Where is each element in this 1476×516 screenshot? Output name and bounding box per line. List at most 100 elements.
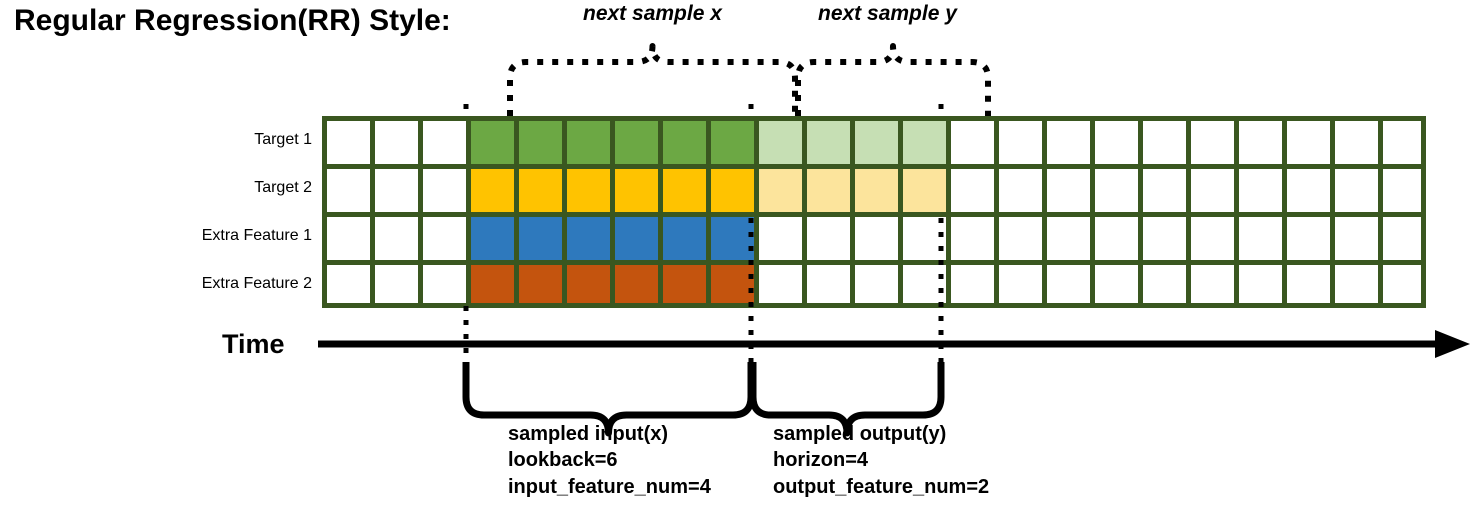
grid-cell[interactable] bbox=[1239, 169, 1282, 212]
time-axis bbox=[318, 330, 1470, 358]
grid-cell[interactable] bbox=[903, 217, 946, 260]
grid-cell[interactable] bbox=[711, 265, 754, 308]
grid-cell[interactable] bbox=[567, 217, 610, 260]
grid-cell[interactable] bbox=[375, 121, 418, 164]
grid-cell[interactable] bbox=[1239, 217, 1282, 260]
grid-cell[interactable] bbox=[1095, 217, 1138, 260]
grid-cell[interactable] bbox=[1239, 265, 1282, 308]
grid-cell[interactable] bbox=[1287, 121, 1330, 164]
grid-cell[interactable] bbox=[807, 265, 850, 308]
grid-cell[interactable] bbox=[1335, 217, 1378, 260]
grid-cell[interactable] bbox=[1047, 265, 1090, 308]
grid-cell[interactable] bbox=[471, 217, 514, 260]
grid-cell[interactable] bbox=[471, 169, 514, 212]
grid-cell[interactable] bbox=[375, 217, 418, 260]
grid-cell[interactable] bbox=[519, 121, 562, 164]
grid-cell[interactable] bbox=[423, 169, 466, 212]
grid-cell[interactable] bbox=[1335, 265, 1378, 308]
grid-cell[interactable] bbox=[327, 217, 370, 260]
grid-cell[interactable] bbox=[1143, 217, 1186, 260]
grid-cell[interactable] bbox=[951, 169, 994, 212]
grid-cell[interactable] bbox=[567, 169, 610, 212]
grid-cell[interactable] bbox=[1047, 121, 1090, 164]
grid-cell[interactable] bbox=[615, 121, 658, 164]
grid-cell[interactable] bbox=[615, 265, 658, 308]
feature-grid bbox=[322, 116, 1426, 308]
grid-cell[interactable] bbox=[1239, 121, 1282, 164]
grid-cell[interactable] bbox=[375, 265, 418, 308]
grid-cell[interactable] bbox=[1095, 121, 1138, 164]
grid-cell[interactable] bbox=[1191, 169, 1234, 212]
brace-sampled-output bbox=[749, 362, 945, 437]
grid-cell[interactable] bbox=[1335, 169, 1378, 212]
grid-cell[interactable] bbox=[1287, 169, 1330, 212]
grid-cell[interactable] bbox=[327, 265, 370, 308]
grid-cell[interactable] bbox=[1383, 121, 1426, 164]
grid-cell[interactable] bbox=[807, 169, 850, 212]
grid-cell[interactable] bbox=[327, 169, 370, 212]
grid-cell[interactable] bbox=[1143, 121, 1186, 164]
caption-line-3: output_feature_num=2 bbox=[773, 475, 990, 498]
grid-cell[interactable] bbox=[519, 169, 562, 212]
grid-cell[interactable] bbox=[1383, 169, 1426, 212]
grid-cell[interactable] bbox=[1095, 169, 1138, 212]
grid-cell[interactable] bbox=[855, 169, 898, 212]
grid-cell[interactable] bbox=[951, 217, 994, 260]
grid-cell[interactable] bbox=[855, 217, 898, 260]
grid-cell[interactable] bbox=[855, 121, 898, 164]
grid-cell[interactable] bbox=[1047, 169, 1090, 212]
grid-cell[interactable] bbox=[711, 169, 754, 212]
grid-cell[interactable] bbox=[807, 121, 850, 164]
grid-cell[interactable] bbox=[759, 217, 802, 260]
grid-cell[interactable] bbox=[903, 169, 946, 212]
row-label-text: Extra Feature 1 bbox=[201, 227, 312, 244]
brace-sampled-input bbox=[462, 362, 755, 437]
grid-cell[interactable] bbox=[951, 265, 994, 308]
grid-cell[interactable] bbox=[759, 121, 802, 164]
grid-cell[interactable] bbox=[567, 121, 610, 164]
grid-cell[interactable] bbox=[999, 217, 1042, 260]
row-label-text: Target 2 bbox=[254, 179, 312, 196]
grid-cell[interactable] bbox=[567, 265, 610, 308]
grid-cell[interactable] bbox=[1191, 217, 1234, 260]
grid-cell[interactable] bbox=[759, 265, 802, 308]
caption-line-1: sampled output(y) bbox=[773, 423, 947, 445]
grid-cell[interactable] bbox=[1383, 265, 1426, 308]
grid-cell[interactable] bbox=[903, 265, 946, 308]
grid-cell[interactable] bbox=[1095, 265, 1138, 308]
grid-cell[interactable] bbox=[471, 121, 514, 164]
grid-cell[interactable] bbox=[1287, 265, 1330, 308]
grid-cell[interactable] bbox=[519, 217, 562, 260]
grid-cell[interactable] bbox=[663, 121, 706, 164]
grid-cell[interactable] bbox=[615, 169, 658, 212]
grid-cell[interactable] bbox=[807, 217, 850, 260]
grid-cell[interactable] bbox=[711, 121, 754, 164]
grid-cell[interactable] bbox=[1383, 217, 1426, 260]
grid-cell[interactable] bbox=[999, 121, 1042, 164]
grid-cell[interactable] bbox=[1143, 169, 1186, 212]
grid-cell[interactable] bbox=[903, 121, 946, 164]
grid-cell[interactable] bbox=[1191, 121, 1234, 164]
grid-cell[interactable] bbox=[1335, 121, 1378, 164]
grid-cell[interactable] bbox=[999, 169, 1042, 212]
grid-cell[interactable] bbox=[1191, 265, 1234, 308]
grid-cell[interactable] bbox=[711, 217, 754, 260]
grid-cell[interactable] bbox=[375, 169, 418, 212]
grid-cell[interactable] bbox=[951, 121, 994, 164]
grid-cell[interactable] bbox=[471, 265, 514, 308]
grid-cell[interactable] bbox=[663, 265, 706, 308]
grid-cell[interactable] bbox=[423, 217, 466, 260]
grid-cell[interactable] bbox=[327, 121, 370, 164]
grid-cell[interactable] bbox=[615, 217, 658, 260]
grid-cell[interactable] bbox=[1143, 265, 1186, 308]
grid-cell[interactable] bbox=[855, 265, 898, 308]
grid-cell[interactable] bbox=[1047, 217, 1090, 260]
grid-cell[interactable] bbox=[759, 169, 802, 212]
grid-cell[interactable] bbox=[663, 217, 706, 260]
grid-cell[interactable] bbox=[423, 121, 466, 164]
grid-cell[interactable] bbox=[1287, 217, 1330, 260]
grid-cell[interactable] bbox=[663, 169, 706, 212]
grid-cell[interactable] bbox=[999, 265, 1042, 308]
grid-cell[interactable] bbox=[519, 265, 562, 308]
grid-cell[interactable] bbox=[423, 265, 466, 308]
